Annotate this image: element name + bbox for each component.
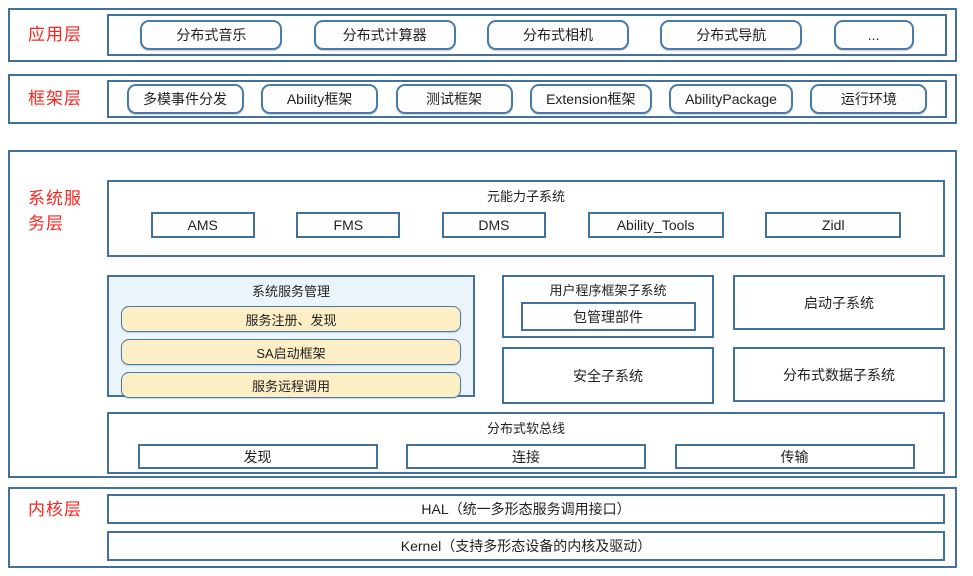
- system-service-layer-label-text: 系统服务层: [28, 189, 82, 233]
- node-discovery: 发现: [137, 444, 378, 469]
- node-dms: DMS: [441, 212, 546, 238]
- meta-ability-subsystem-row: AMS FMS DMS Ability_Tools Zidl: [109, 212, 943, 238]
- system-service-middle-band: 系统服务管理 服务注册、发现 SA启动框架 服务远程调用 用户程序框架子系统 包…: [107, 275, 945, 404]
- framework-layer-label: 框架层: [10, 76, 107, 122]
- app-framework-subsystem-title: 用户程序框架子系统: [549, 283, 667, 298]
- node-distributed-calculator: 分布式计算器: [313, 20, 456, 50]
- system-service-layer-label: 系统服务层: [10, 152, 107, 476]
- node-ellipsis: ...: [833, 20, 914, 50]
- distributed-softbus: 分布式软总线 发现 连接 传输: [107, 412, 945, 474]
- system-service-layer-content: 元能力子系统 AMS FMS DMS Ability_Tools Zidl 系统…: [107, 152, 945, 476]
- application-layer: 应用层 分布式音乐 分布式计算器 分布式相机 分布式导航 ...: [8, 8, 957, 62]
- node-kernel: Kernel（支持多形态设备的内核及驱动）: [107, 531, 945, 561]
- kernel-layer-label: 内核层: [10, 489, 107, 566]
- node-ability-package: AbilityPackage: [669, 84, 793, 114]
- node-service-remote-call: 服务远程调用: [121, 372, 461, 398]
- node-runtime-environment: 运行环境: [810, 84, 928, 114]
- node-zidl: Zidl: [765, 212, 902, 238]
- subsystem-grid: 用户程序框架子系统 包管理部件 启动子系统 安全子系统 分布式数据子系统: [502, 275, 945, 404]
- application-layer-label-text: 应用层: [28, 24, 82, 44]
- startup-subsystem: 启动子系统: [733, 275, 945, 330]
- application-layer-label: 应用层: [10, 10, 107, 60]
- node-ability-tools: Ability_Tools: [587, 212, 724, 238]
- framework-layer: 框架层 多模事件分发 Ability框架 测试框架 Extension框架 Ab…: [8, 74, 957, 124]
- framework-layer-frame: 多模事件分发 Ability框架 测试框架 Extension框架 Abilit…: [107, 80, 947, 118]
- system-service-management-panel: 系统服务管理 服务注册、发现 SA启动框架 服务远程调用: [107, 275, 475, 398]
- node-ability-framework: Ability框架: [261, 84, 379, 114]
- node-multimodal-event-dispatch: 多模事件分发: [126, 84, 244, 114]
- distributed-softbus-row: 发现 连接 传输: [109, 444, 943, 469]
- node-distributed-music: 分布式音乐: [140, 20, 283, 50]
- node-ams: AMS: [150, 212, 255, 238]
- meta-ability-subsystem: 元能力子系统 AMS FMS DMS Ability_Tools Zidl: [107, 180, 945, 257]
- node-distributed-camera: 分布式相机: [486, 20, 629, 50]
- node-extension-framework: Extension框架: [530, 84, 652, 114]
- node-test-framework: 测试框架: [395, 84, 513, 114]
- application-layer-frame: 分布式音乐 分布式计算器 分布式相机 分布式导航 ...: [107, 14, 947, 56]
- kernel-layer: 内核层 HAL（统一多形态服务调用接口） Kernel（支持多形态设备的内核及驱…: [8, 487, 957, 568]
- node-fms: FMS: [296, 212, 401, 238]
- security-subsystem: 安全子系统: [502, 347, 714, 404]
- meta-ability-subsystem-title: 元能力子系统: [486, 189, 565, 204]
- framework-layer-label-text: 框架层: [28, 88, 82, 108]
- kernel-layer-content: HAL（统一多形态服务调用接口） Kernel（支持多形态设备的内核及驱动）: [107, 494, 945, 561]
- app-framework-subsystem: 用户程序框架子系统 包管理部件: [502, 275, 714, 338]
- node-sa-startup-framework: SA启动框架: [121, 339, 461, 365]
- system-service-management-title: 系统服务管理: [251, 284, 330, 299]
- distributed-softbus-title: 分布式软总线: [486, 421, 565, 436]
- node-bundle-management-component: 包管理部件: [520, 302, 696, 331]
- node-hal: HAL（统一多形态服务调用接口）: [107, 494, 945, 524]
- distributed-data-subsystem: 分布式数据子系统: [733, 347, 945, 402]
- node-connection: 连接: [406, 444, 646, 469]
- node-transmission: 传输: [674, 444, 915, 469]
- node-distributed-navigation: 分布式导航: [660, 20, 803, 50]
- kernel-layer-label-text: 内核层: [28, 500, 82, 519]
- node-service-register-discover: 服务注册、发现: [121, 306, 461, 332]
- system-service-layer: 系统服务层 元能力子系统 AMS FMS DMS Ability_Tools Z…: [8, 150, 957, 478]
